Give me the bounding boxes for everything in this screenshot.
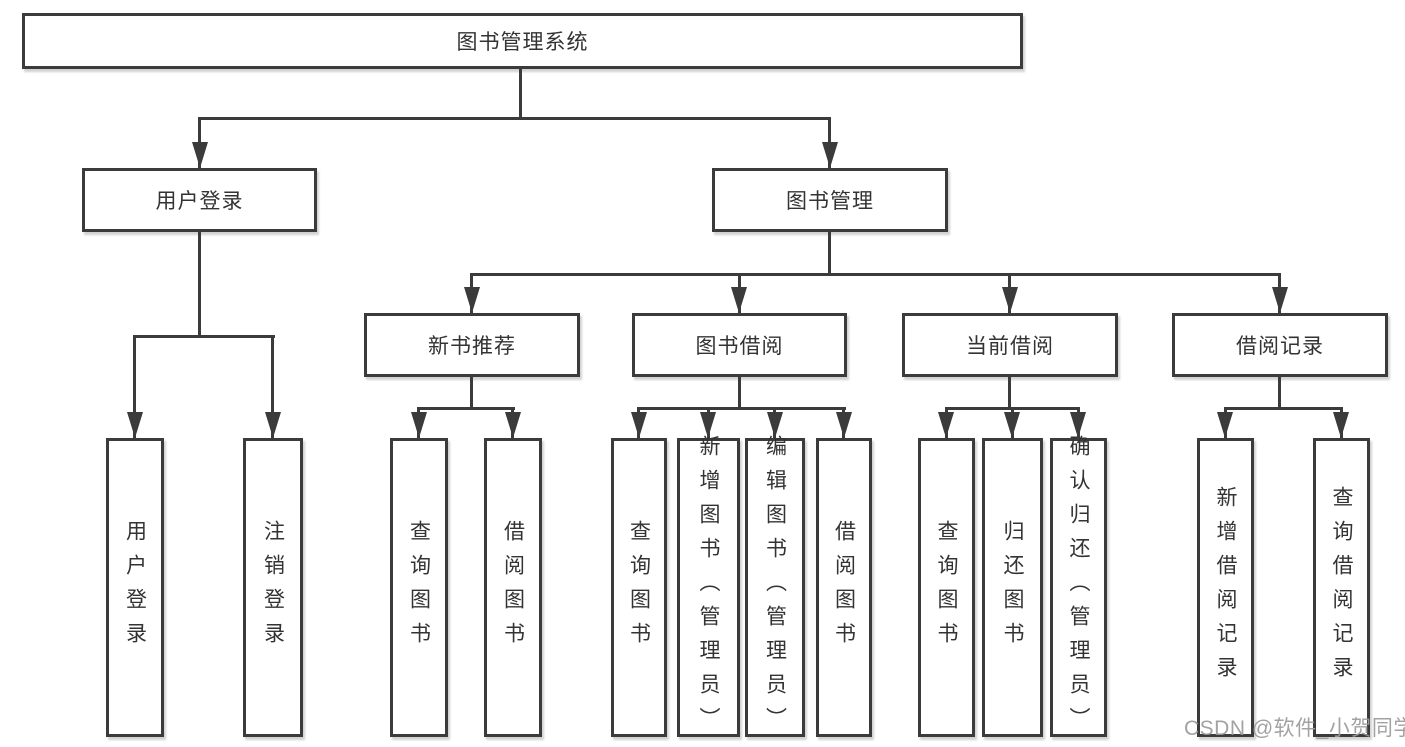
leaf-rec-borrow-books-label: 借阅图书 — [501, 519, 525, 656]
connector-line — [1278, 377, 1281, 407]
leaf-bb-add-books-label: 新增图书（管理员） — [697, 434, 720, 741]
connector-line — [198, 117, 831, 120]
connector-line — [1224, 407, 1343, 410]
arrow-down-icon — [1217, 412, 1233, 438]
leaf-logout: 注销登录 — [243, 438, 303, 737]
leaf-bb-edit-books: 编辑图书（管理员） — [745, 435, 805, 741]
leaf-rec-borrow-books: 借阅图书 — [484, 438, 542, 737]
leaf-cb-query-books: 查询图书 — [918, 438, 975, 737]
arrow-down-icon — [938, 412, 954, 438]
leaf-br-add-record-label: 新增借阅记录 — [1214, 485, 1237, 690]
node-new-book-recommend: 新书推荐 — [364, 313, 580, 377]
arrow-down-icon — [631, 412, 647, 438]
node-borrow-records: 借阅记录 — [1172, 313, 1388, 377]
node-book-borrow-label: 图书借阅 — [695, 335, 784, 358]
node-user-login-label: 用户登录 — [155, 190, 244, 213]
leaf-br-add-record: 新增借阅记录 — [1197, 438, 1254, 737]
leaf-bb-query-books: 查询图书 — [611, 438, 667, 737]
node-root-label: 图书管理系统 — [456, 31, 589, 54]
leaf-user-login-label: 用户登录 — [123, 519, 147, 656]
arrow-down-icon — [731, 287, 747, 313]
connector-line — [470, 377, 473, 407]
arrow-down-icon — [767, 412, 783, 438]
leaf-bb-borrow-books-label: 借阅图书 — [832, 519, 856, 656]
node-user-login: 用户登录 — [82, 168, 317, 232]
leaf-bb-add-books: 新增图书（管理员） — [677, 435, 740, 741]
leaf-cb-confirm-return: 确认归还（管理员） — [1050, 435, 1107, 741]
leaf-cb-return-books-label: 归还图书 — [1001, 519, 1024, 656]
connector-line — [417, 407, 515, 410]
leaf-bb-borrow-books: 借阅图书 — [816, 438, 872, 737]
arrow-down-icon — [192, 142, 208, 168]
arrow-down-icon — [836, 412, 852, 438]
leaf-br-query-record-label: 查询借阅记录 — [1330, 485, 1353, 690]
node-book-borrow: 图书借阅 — [632, 313, 847, 377]
arrow-down-icon — [700, 412, 716, 438]
arrow-down-icon — [265, 412, 281, 438]
leaf-br-query-record: 查询借阅记录 — [1313, 438, 1370, 737]
node-new-book-recommend-label: 新书推荐 — [428, 335, 516, 358]
arrow-down-icon — [1272, 287, 1288, 313]
connector-line — [828, 232, 831, 273]
arrow-down-icon — [505, 412, 521, 438]
arrow-down-icon — [464, 287, 480, 313]
node-current-borrow-label: 当前借阅 — [966, 335, 1054, 358]
arrow-down-icon — [1333, 412, 1349, 438]
node-book-management: 图书管理 — [712, 168, 948, 232]
leaf-user-login: 用户登录 — [106, 438, 164, 737]
leaf-bb-query-books-label: 查询图书 — [627, 519, 651, 656]
node-book-management-label: 图书管理 — [786, 190, 874, 213]
leaf-bb-edit-books-label: 编辑图书（管理员） — [763, 434, 787, 741]
connector-line — [271, 335, 274, 438]
connector-line — [470, 273, 1281, 276]
arrow-down-icon — [127, 412, 143, 438]
leaf-logout-label: 注销登录 — [261, 519, 285, 656]
arrow-down-icon — [1070, 412, 1086, 438]
connector-line — [198, 232, 201, 335]
node-current-borrow: 当前借阅 — [902, 313, 1118, 377]
leaf-rec-query-books-label: 查询图书 — [407, 519, 431, 656]
arrow-down-icon — [1002, 287, 1018, 313]
leaf-cb-query-books-label: 查询图书 — [935, 519, 958, 656]
arrow-down-icon — [411, 412, 427, 438]
csdn-watermark: CSDN @软件_小贺同学 — [1184, 717, 1405, 740]
connector-line — [133, 335, 275, 338]
connector-line — [637, 407, 846, 410]
connector-line — [133, 335, 136, 438]
leaf-cb-return-books: 归还图书 — [982, 438, 1043, 737]
leaf-cb-confirm-return-label: 确认归还（管理员） — [1067, 434, 1090, 741]
connector-line — [738, 377, 741, 407]
node-root: 图书管理系统 — [22, 13, 1023, 69]
leaf-rec-query-books: 查询图书 — [390, 438, 448, 737]
arrow-down-icon — [822, 142, 838, 168]
connector-line — [519, 69, 522, 117]
connector-line — [1008, 377, 1011, 407]
node-borrow-records-label: 借阅记录 — [1236, 335, 1324, 358]
arrow-down-icon — [1004, 412, 1020, 438]
